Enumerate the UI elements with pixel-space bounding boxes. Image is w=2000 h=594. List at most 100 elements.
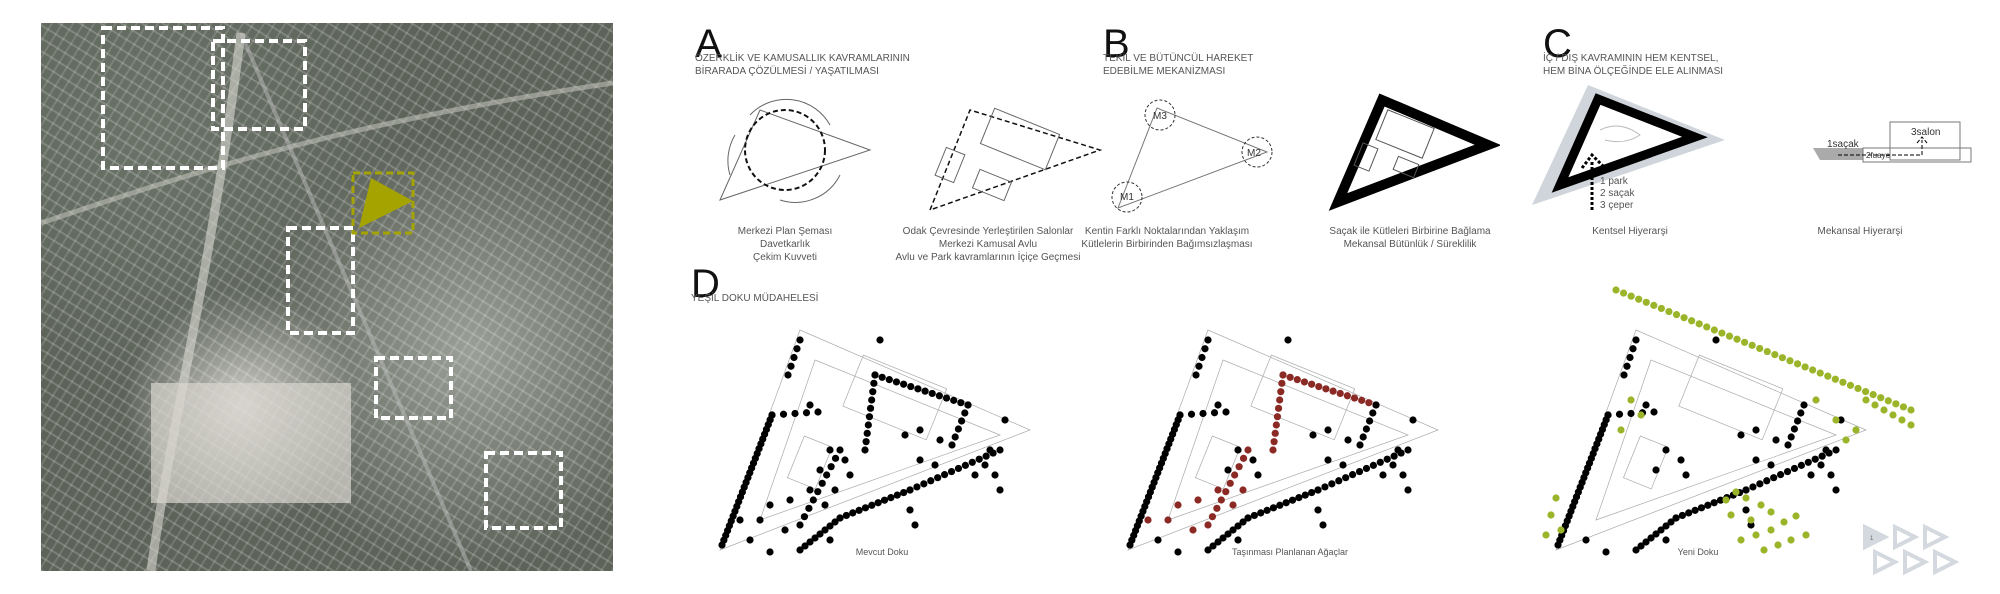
relocated-tree <box>1144 516 1152 524</box>
existing-tree <box>746 536 754 544</box>
new-tree <box>1747 516 1755 524</box>
existing-tree <box>1250 511 1258 520</box>
caption-c2: Mekansal Hiyerarşi <box>1817 226 1903 237</box>
existing-tree <box>861 446 869 454</box>
existing-tree <box>948 441 956 449</box>
logo: 1 <box>1863 523 1960 576</box>
new-tree <box>1612 286 1620 294</box>
new-tree <box>1816 369 1824 377</box>
existing-tree <box>975 455 983 463</box>
new-tree <box>1635 295 1643 303</box>
existing-tree <box>968 458 976 466</box>
existing-tree <box>1832 446 1840 454</box>
relocated-tree <box>1213 504 1221 512</box>
existing-tree <box>1335 477 1343 485</box>
existing-tree <box>1632 336 1640 344</box>
existing-tree <box>906 506 914 514</box>
existing-tree <box>809 496 817 504</box>
existing-tree <box>885 376 893 384</box>
caption-d2: Taşınması Planlanan Ağaçlar <box>1231 547 1349 557</box>
existing-tree <box>865 413 874 421</box>
new-tree <box>1552 494 1560 502</box>
existing-tree <box>1832 486 1840 494</box>
new-tree <box>1695 320 1703 328</box>
existing-tree <box>935 392 943 400</box>
new-tree <box>1774 541 1782 549</box>
existing-tree <box>816 466 824 474</box>
existing-tree <box>863 429 871 437</box>
heading-line: ÖZERKLİK VE KAMUSALLIK KAVRAMLARININ <box>695 53 910 64</box>
new-tree <box>1862 387 1870 396</box>
new-tree <box>1852 426 1860 434</box>
existing-tree <box>892 378 901 386</box>
relocated-tree <box>1286 373 1294 381</box>
existing-tree <box>806 538 814 546</box>
existing-tree <box>878 373 886 381</box>
existing-tree <box>1642 401 1650 409</box>
panel-a-diagrams <box>719 98 1103 212</box>
new-tree <box>1547 511 1555 519</box>
relocated-tree <box>1315 382 1323 391</box>
existing-tree <box>901 431 909 439</box>
relocated-tree <box>1239 454 1248 462</box>
new-tree <box>1767 508 1775 516</box>
existing-tree <box>1712 336 1720 344</box>
existing-tree <box>871 371 879 379</box>
existing-tree <box>1234 522 1242 530</box>
existing-tree <box>1192 371 1200 379</box>
existing-tree <box>784 371 792 379</box>
new-tree <box>1792 512 1800 520</box>
new-tree <box>1780 518 1788 526</box>
new-tree <box>1722 496 1730 504</box>
existing-tree <box>916 426 924 434</box>
existing-tree <box>927 477 935 485</box>
existing-tree <box>836 446 844 454</box>
existing-tree <box>1642 538 1650 546</box>
existing-tree <box>1652 466 1660 474</box>
existing-tree <box>790 353 798 362</box>
relocated-tree <box>1269 446 1277 454</box>
existing-tree <box>796 546 804 554</box>
existing-tree <box>954 464 963 473</box>
existing-tree <box>831 486 839 494</box>
existing-tree <box>1647 534 1655 542</box>
relocated-tree <box>1244 446 1252 454</box>
node-m1: M1 <box>1120 192 1134 203</box>
existing-tree <box>1604 411 1612 419</box>
heading-line: BİRARADA ÇÖZÜLMESİ / YAŞATILMASI <box>695 66 879 77</box>
relocated-tree <box>1271 429 1279 437</box>
relocated-tree <box>1365 399 1373 407</box>
relocated-tree <box>1276 396 1284 404</box>
panel-d-letter: D <box>691 262 720 306</box>
existing-tree <box>1637 542 1645 550</box>
existing-tree <box>1209 542 1217 550</box>
relocated-tree <box>1274 404 1283 412</box>
new-tree <box>1793 360 1802 368</box>
existing-tree <box>1321 483 1329 491</box>
new-tree <box>1710 326 1718 334</box>
existing-tree <box>816 530 824 538</box>
new-tree <box>1680 314 1688 322</box>
existing-tree <box>893 491 901 499</box>
new-tree <box>1627 292 1635 300</box>
existing-tree <box>1657 526 1665 534</box>
relocated-tree <box>1322 385 1330 393</box>
new-tree <box>1880 406 1888 414</box>
existing-tree <box>814 408 822 416</box>
existing-tree <box>823 471 831 479</box>
new-tree <box>1871 401 1879 409</box>
existing-tree <box>1752 426 1760 434</box>
existing-tree <box>1174 548 1182 556</box>
new-tree <box>1839 378 1847 386</box>
relocated-tree <box>1300 378 1309 386</box>
existing-tree <box>1770 474 1778 482</box>
existing-tree <box>1797 461 1805 469</box>
existing-tree <box>900 488 908 497</box>
existing-tree <box>826 536 834 544</box>
existing-tree <box>836 514 844 522</box>
existing-tree <box>1369 461 1377 469</box>
existing-tree <box>766 548 774 556</box>
relocated-tree <box>1174 501 1182 509</box>
existing-tree <box>1685 509 1693 517</box>
